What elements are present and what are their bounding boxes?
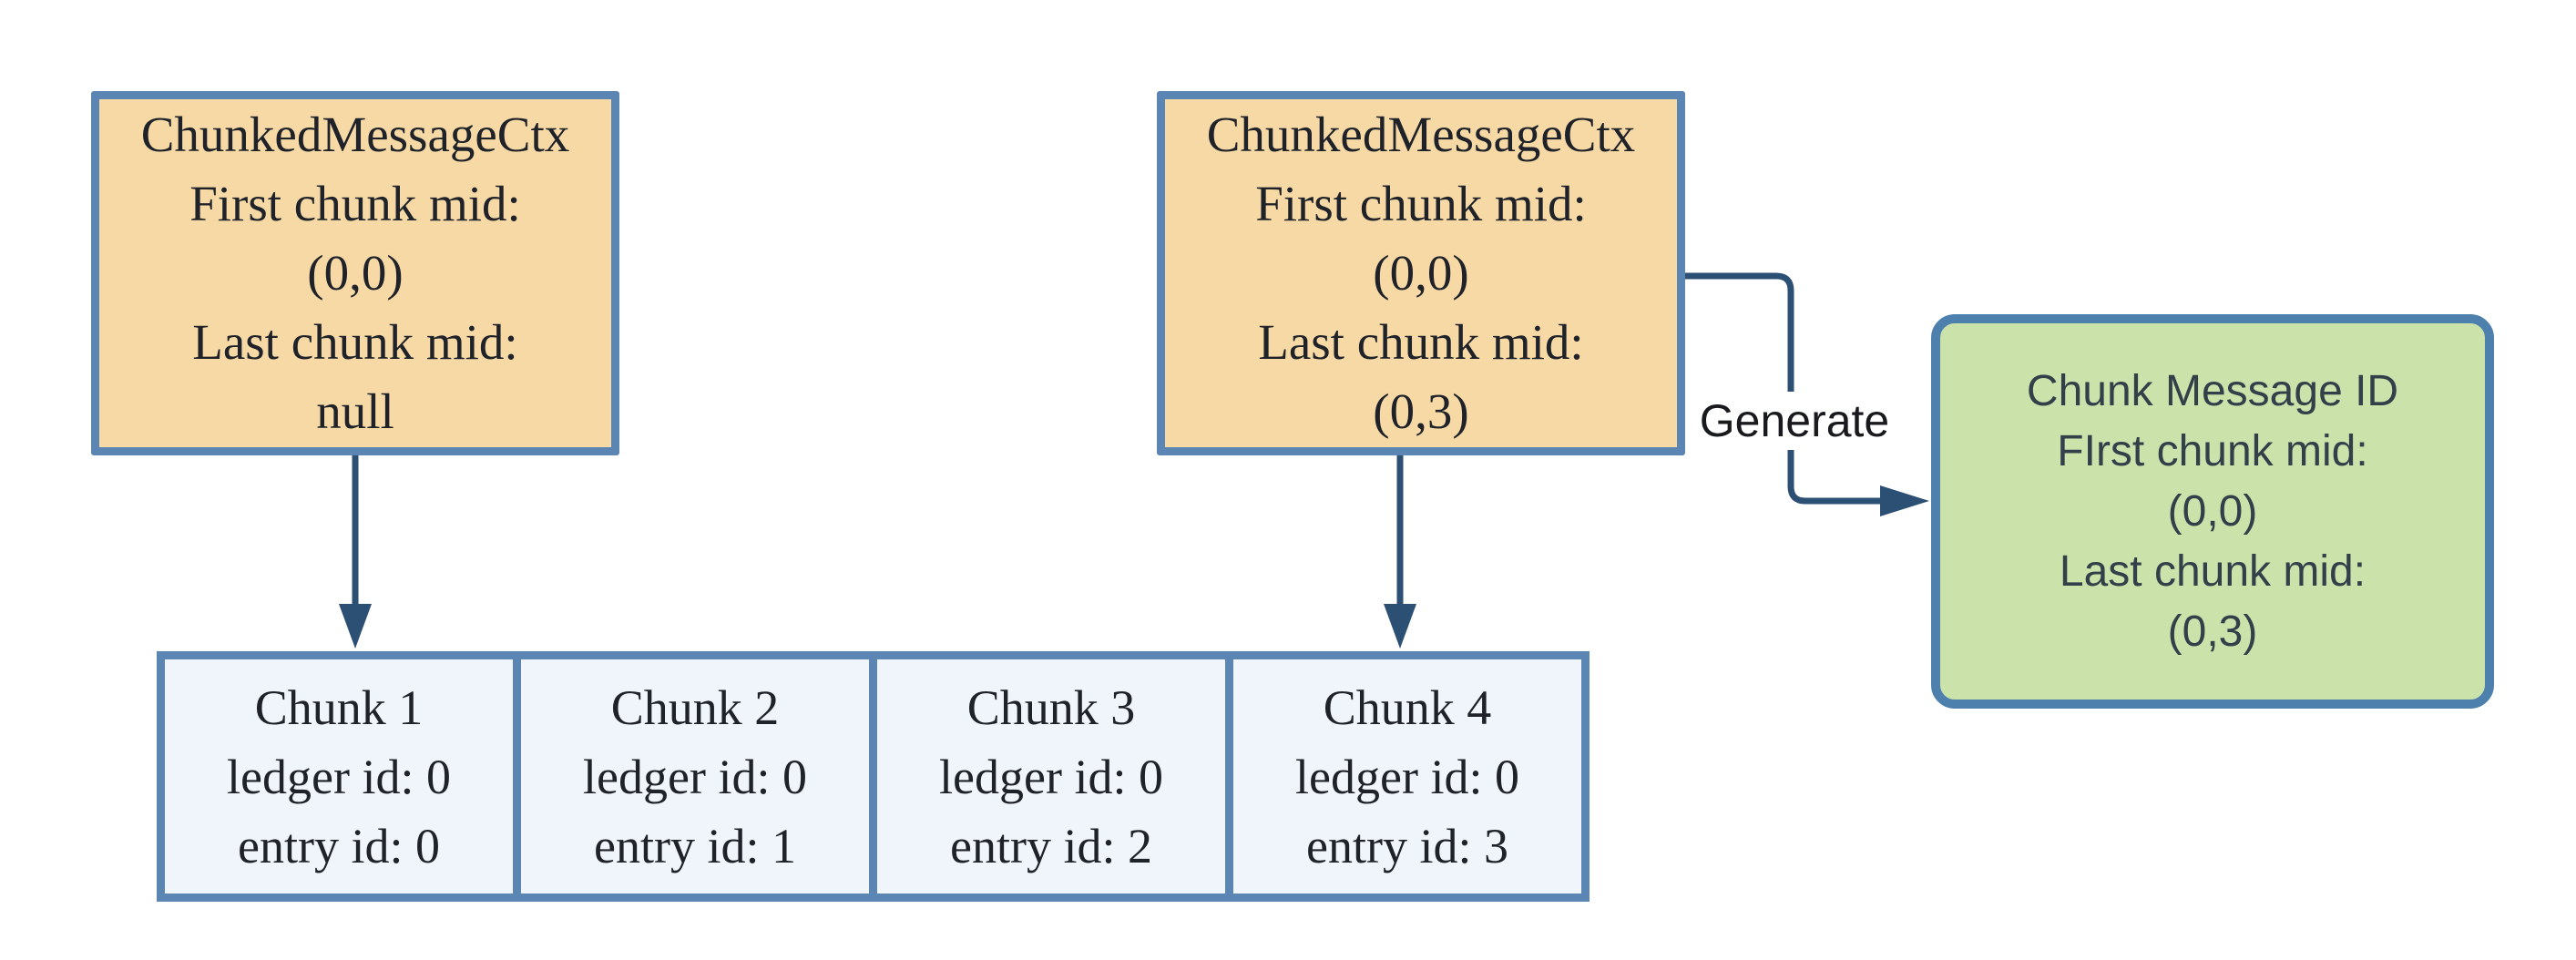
last-chunk-mid-label: Last chunk mid:	[192, 314, 518, 370]
last-chunk-mid-value: null	[316, 383, 394, 439]
first-chunk-mid-value: (0,0)	[1373, 245, 1469, 301]
node-title: ChunkedMessageCtx	[1206, 107, 1636, 162]
connectors	[339, 272, 1929, 649]
first-chunk-mid-value: (0,0)	[307, 245, 404, 301]
chunk-title: Chunk 4	[1323, 679, 1492, 735]
ledger-id: ledger id: 0	[939, 749, 1163, 804]
entry-id: entry id: 0	[238, 818, 440, 873]
chunk-title: Chunk 3	[966, 679, 1136, 735]
generate-connector-head	[1880, 485, 1929, 516]
entry-id: entry id: 2	[950, 818, 1152, 873]
last-chunk-mid-label: Last chunk mid:	[2059, 546, 2366, 596]
chunk-cell-3: Chunk 3 ledger id: 0 entry id: 2	[869, 651, 1233, 902]
chunk-cell-1: Chunk 1 ledger id: 0 entry id: 0	[157, 651, 521, 902]
chunked-message-ctx-node-1: ChunkedMessageCtx First chunk mid: (0,0)…	[91, 91, 619, 455]
first-chunk-mid-label: FIrst chunk mid:	[2057, 426, 2368, 475]
generate-connector-elbow	[1685, 272, 1880, 505]
chunk-title: Chunk 1	[254, 679, 424, 735]
chunk-title: Chunk 2	[610, 679, 780, 735]
chunk-message-id-node: Chunk Message ID FIrst chunk mid: (0,0) …	[1931, 314, 2494, 709]
ledger-id: ledger id: 0	[1295, 749, 1519, 804]
arrow-ctx1-to-chunk1-head	[339, 604, 372, 649]
chunk-row: Chunk 1 ledger id: 0 entry id: 0 Chunk 2…	[157, 651, 1590, 902]
arrow-ctx2-to-chunk4-head	[1384, 604, 1416, 649]
node-title: Chunk Message ID	[2026, 366, 2399, 415]
first-chunk-mid-label: First chunk mid:	[189, 176, 521, 231]
chunk-cell-4: Chunk 4 ledger id: 0 entry id: 3	[1225, 651, 1590, 902]
last-chunk-mid-value: (0,3)	[2167, 607, 2258, 656]
entry-id: entry id: 3	[1306, 818, 1508, 873]
ledger-id: ledger id: 0	[583, 749, 807, 804]
last-chunk-mid-label: Last chunk mid:	[1258, 314, 1584, 370]
ledger-id: ledger id: 0	[227, 749, 451, 804]
last-chunk-mid-value: (0,3)	[1373, 383, 1469, 439]
first-chunk-mid-label: First chunk mid:	[1255, 176, 1587, 231]
chunked-message-ctx-node-2: ChunkedMessageCtx First chunk mid: (0,0)…	[1157, 91, 1685, 455]
entry-id: entry id: 1	[594, 818, 796, 873]
chunk-cell-2: Chunk 2 ledger id: 0 entry id: 1	[513, 651, 877, 902]
node-title: ChunkedMessageCtx	[140, 107, 570, 162]
generate-edge-label: Generate	[1686, 392, 1903, 450]
first-chunk-mid-value: (0,0)	[2167, 486, 2258, 536]
